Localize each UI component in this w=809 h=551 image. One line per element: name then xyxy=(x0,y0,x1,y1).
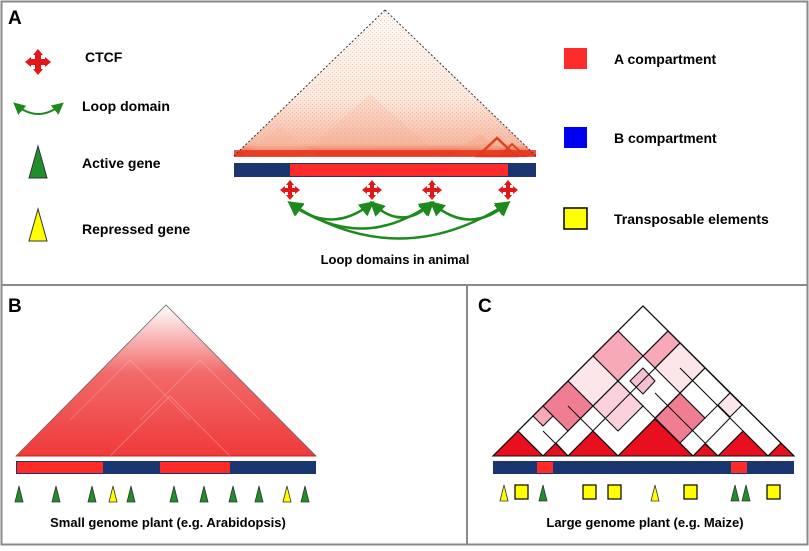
ctcf-sites xyxy=(280,180,518,200)
active-gene-triangle-icon xyxy=(538,484,548,502)
panel-a-letter: A xyxy=(8,8,22,29)
legend-a-compartment-label: A compartment xyxy=(614,51,717,67)
transposable-element-swatch-icon xyxy=(514,484,529,500)
legend-ctcf-label: CTCF xyxy=(85,49,123,65)
active-gene-triangle-icon xyxy=(126,485,136,503)
active-gene-triangle-icon xyxy=(741,484,751,502)
panel-a-caption: Loop domains in animal xyxy=(321,252,470,267)
active-gene-triangle-icon xyxy=(254,485,264,503)
transposable-element-swatch-icon xyxy=(582,484,597,500)
contact-triangle-b xyxy=(15,304,317,457)
active-gene-triangle-icon xyxy=(199,485,209,503)
panel-c-caption: Large genome plant (e.g. Maize) xyxy=(546,515,743,530)
panel-b-letter: B xyxy=(8,296,22,317)
active-gene-triangle-icon xyxy=(228,485,238,503)
legend-transposable-label: Transposable elements xyxy=(614,211,769,227)
ctcf-site-4 xyxy=(498,180,518,200)
active-gene-triangle-icon xyxy=(51,485,61,503)
active-gene-triangle-icon xyxy=(169,485,179,503)
ctcf-site-1 xyxy=(280,180,300,200)
transposable-element-swatch-icon xyxy=(766,484,781,500)
repressed-gene-triangle-icon xyxy=(282,485,292,503)
repressed-gene-triangle-icon xyxy=(650,484,660,502)
ctcf-site-2 xyxy=(362,180,382,200)
gene-track-c xyxy=(499,484,781,502)
compartment-bar-b xyxy=(16,461,316,474)
repressed-gene-triangle-icon xyxy=(28,207,48,242)
transposable-element-swatch-icon xyxy=(607,484,622,500)
panel-b-caption: Small genome plant (e.g. Arabidopsis) xyxy=(50,515,286,530)
legend-b-compartment-label: B compartment xyxy=(614,130,717,146)
active-gene-triangle-icon xyxy=(730,484,740,502)
legend-right: A compartment B compartment Transposable… xyxy=(563,48,769,230)
transposable-element-swatch-icon xyxy=(563,207,588,230)
b-compartment-swatch-icon xyxy=(564,127,587,148)
active-gene-triangle-icon xyxy=(28,144,48,179)
gene-track-b xyxy=(14,485,310,503)
repressed-gene-triangle-icon xyxy=(108,485,118,503)
legend-active-label: Active gene xyxy=(82,155,161,171)
legend-loop-label: Loop domain xyxy=(82,98,170,114)
loop-arcs xyxy=(287,200,511,240)
compartment-bar-c xyxy=(493,461,794,474)
panel-c: C xyxy=(478,296,796,530)
hic-heatmap xyxy=(233,9,537,158)
ctcf-site-3 xyxy=(422,180,442,200)
ctcf-cross-icon xyxy=(25,49,51,75)
a-compartment-swatch-icon xyxy=(564,48,587,69)
panel-a: A CTCF Loop domain Active gene Repressed… xyxy=(8,8,769,267)
tad-lattice-c xyxy=(491,305,796,457)
active-gene-triangle-icon xyxy=(300,485,310,503)
legend-left: CTCF Loop domain Active gene Repressed g… xyxy=(13,49,190,242)
transposable-element-swatch-icon xyxy=(683,484,698,500)
active-gene-triangle-icon xyxy=(87,485,97,503)
panel-c-letter: C xyxy=(478,296,492,317)
loop-arc-5 xyxy=(287,201,511,240)
panel-b: B Small genome plant ( xyxy=(8,296,317,530)
compartment-bar-a xyxy=(234,163,536,177)
legend-repressed-label: Repressed gene xyxy=(82,221,190,237)
repressed-gene-triangle-icon xyxy=(499,484,509,502)
loop-arrow-icon xyxy=(13,102,64,115)
active-gene-triangle-icon xyxy=(14,485,24,503)
